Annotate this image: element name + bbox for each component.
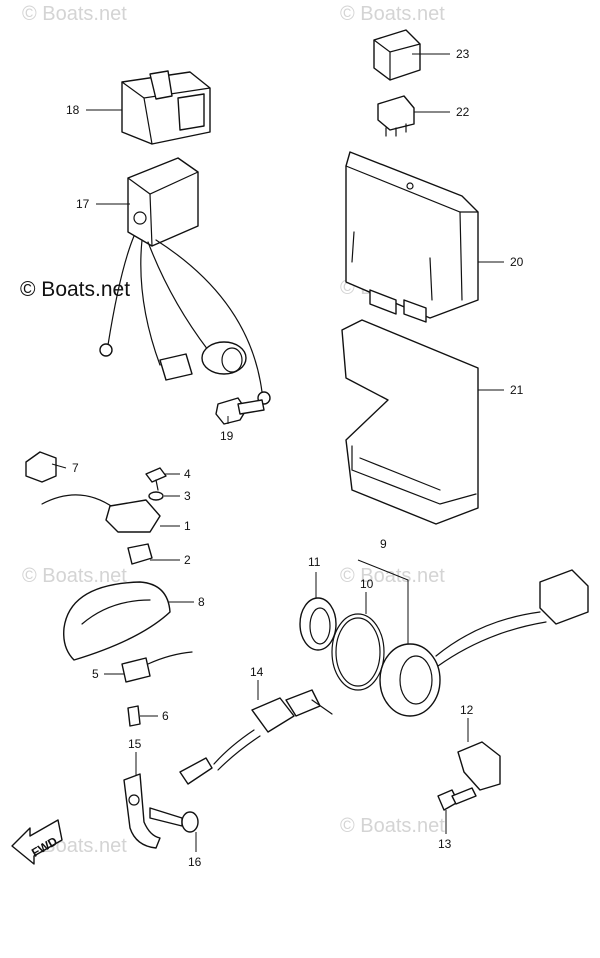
part-3-washer[interactable] (148, 491, 164, 501)
callout-12: 12 (460, 703, 474, 717)
callout-17: 17 (76, 197, 90, 211)
part-20-ecm[interactable] (345, 151, 479, 323)
callout-21: 21 (510, 383, 524, 397)
fwd-arrow-icon: FWD (11, 819, 63, 865)
callout-2: 2 (184, 553, 191, 567)
part-21-holder[interactable] (341, 319, 479, 525)
callout-13: 13 (438, 837, 452, 851)
callout-7: 7 (72, 461, 79, 475)
part-17-rectifier[interactable] (99, 157, 271, 405)
callout-9: 9 (380, 537, 387, 551)
callout-23: 23 (456, 47, 470, 61)
part-8-cover[interactable] (63, 581, 171, 661)
watermark-bottom-right: © Boats.net (340, 815, 445, 837)
callout-15: 15 (128, 737, 142, 751)
part-5-sensor[interactable] (121, 651, 193, 683)
callout-6: 6 (162, 709, 169, 723)
callout-22: 22 (456, 105, 470, 119)
part-6-bolt[interactable] (127, 705, 141, 727)
callout-14: 14 (250, 665, 264, 679)
watermark-right: © Boats.net (340, 565, 445, 587)
callout-18: 18 (66, 103, 80, 117)
callout-4: 4 (184, 467, 191, 481)
callout-3: 3 (184, 489, 191, 503)
callout-19: 19 (220, 429, 234, 443)
watermarks: © Boats.net © Boats.net © Boats.net © Bo… (22, 3, 445, 857)
part-11-ring[interactable] (299, 597, 337, 651)
part-4-screw[interactable] (145, 467, 167, 491)
callouts: 23 22 18 17 20 21 19 7 4 3 1 2 8 5 6 11 (51, 47, 524, 869)
callout-1: 1 (184, 519, 191, 533)
part-12-clip[interactable] (457, 741, 501, 791)
part-19-bolt[interactable] (215, 397, 265, 425)
callout-5: 5 (92, 667, 99, 681)
watermark-left: © Boats.net (22, 565, 127, 587)
part-10-oring[interactable] (331, 613, 385, 691)
part-2-bracket[interactable] (127, 543, 153, 565)
callout-8: 8 (198, 595, 205, 609)
callout-16: 16 (188, 855, 202, 869)
part-14-harness[interactable] (179, 689, 333, 785)
part-13-bolt[interactable] (437, 787, 477, 811)
callout-10: 10 (360, 577, 374, 591)
part-16-bolt[interactable] (149, 807, 199, 833)
part-7-clip[interactable] (25, 451, 57, 483)
part-9-connector[interactable] (379, 569, 589, 717)
watermark-top-right: © Boats.net (340, 3, 445, 25)
watermark-top-left: © Boats.net (22, 3, 127, 25)
callout-11: 11 (308, 555, 321, 569)
part-23-relay[interactable] (373, 29, 421, 81)
copyright-text: © Boats.net (20, 278, 130, 301)
part-22-relay[interactable] (377, 95, 415, 137)
part-1-sensor[interactable] (41, 494, 161, 533)
part-15-bracket[interactable] (123, 773, 161, 849)
callout-20: 20 (510, 255, 524, 269)
part-18-cover[interactable] (121, 70, 211, 145)
